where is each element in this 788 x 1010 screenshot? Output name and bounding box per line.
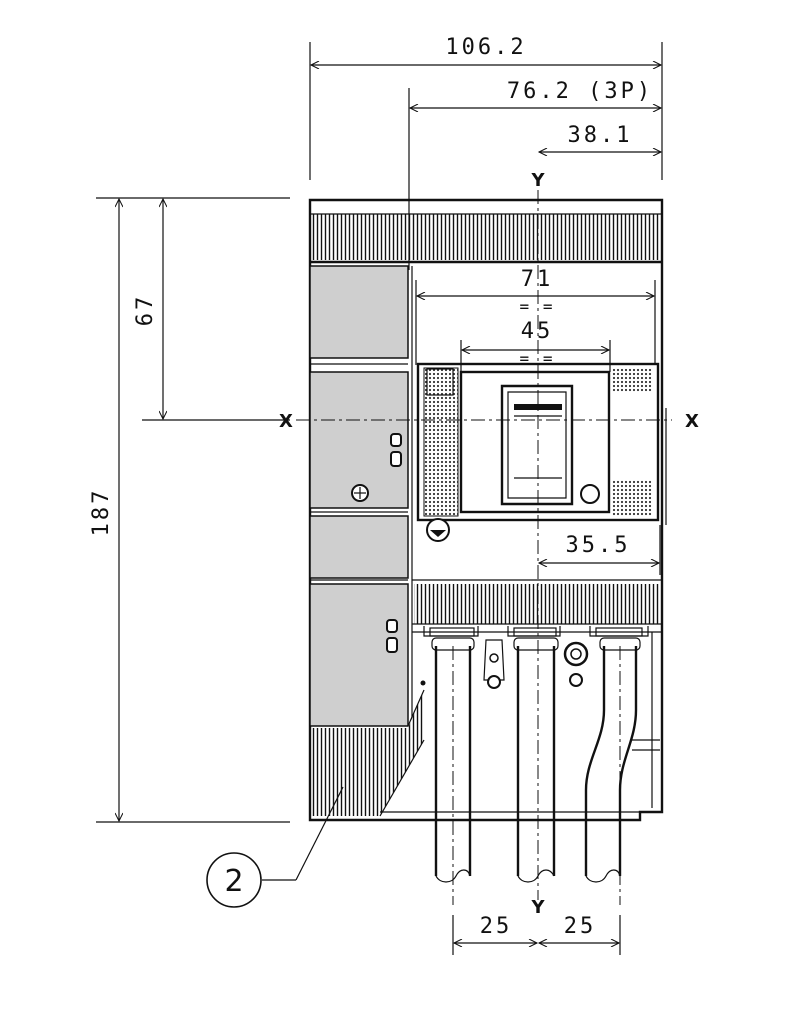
callout-balloon: 2: [206, 786, 344, 908]
side-panel-top: [309, 265, 409, 359]
side-panel-bottom: [309, 583, 409, 727]
axis-label-x-right: X: [685, 411, 699, 432]
dim-top-to-x-axis: 67: [133, 294, 158, 327]
cable-middle: [513, 637, 559, 883]
breaker-body: [308, 198, 667, 822]
indicator-icon: [386, 433, 402, 653]
dim-width-3p: 76.2 (3P): [507, 79, 653, 104]
axis-label-x-left: X: [279, 411, 293, 432]
dim-handle-eq: = =: [520, 349, 555, 368]
dimension-lines: [119, 65, 661, 943]
cable-right: [584, 637, 641, 883]
dim-handle-window: 45: [521, 319, 554, 344]
terminal-block: [423, 626, 649, 689]
side-panel-small: [309, 515, 409, 579]
callout-number: 2: [224, 864, 243, 899]
dim-total-width: 106.2: [445, 35, 526, 60]
toggle-handle: [500, 384, 574, 506]
dim-mount-hole-eq: = =: [520, 297, 555, 316]
dim-mount-hole-span: 71: [521, 267, 554, 292]
dim-right-offset: 35.5: [566, 533, 631, 558]
dim-terminal-pitch-left: 25: [480, 914, 513, 939]
center-lines: [296, 190, 672, 905]
cable-left: [431, 637, 475, 883]
reset-button-icon: [580, 484, 600, 504]
screw-icon: [351, 484, 369, 502]
axis-label-y-top: Y: [530, 170, 545, 191]
axis-label-y-bottom: Y: [530, 897, 545, 918]
dim-total-height: 187: [89, 488, 114, 537]
dim-half-width: 38.1: [568, 123, 633, 148]
dim-terminal-pitch-right: 25: [564, 914, 597, 939]
rotary-knob-icon: [426, 518, 450, 542]
